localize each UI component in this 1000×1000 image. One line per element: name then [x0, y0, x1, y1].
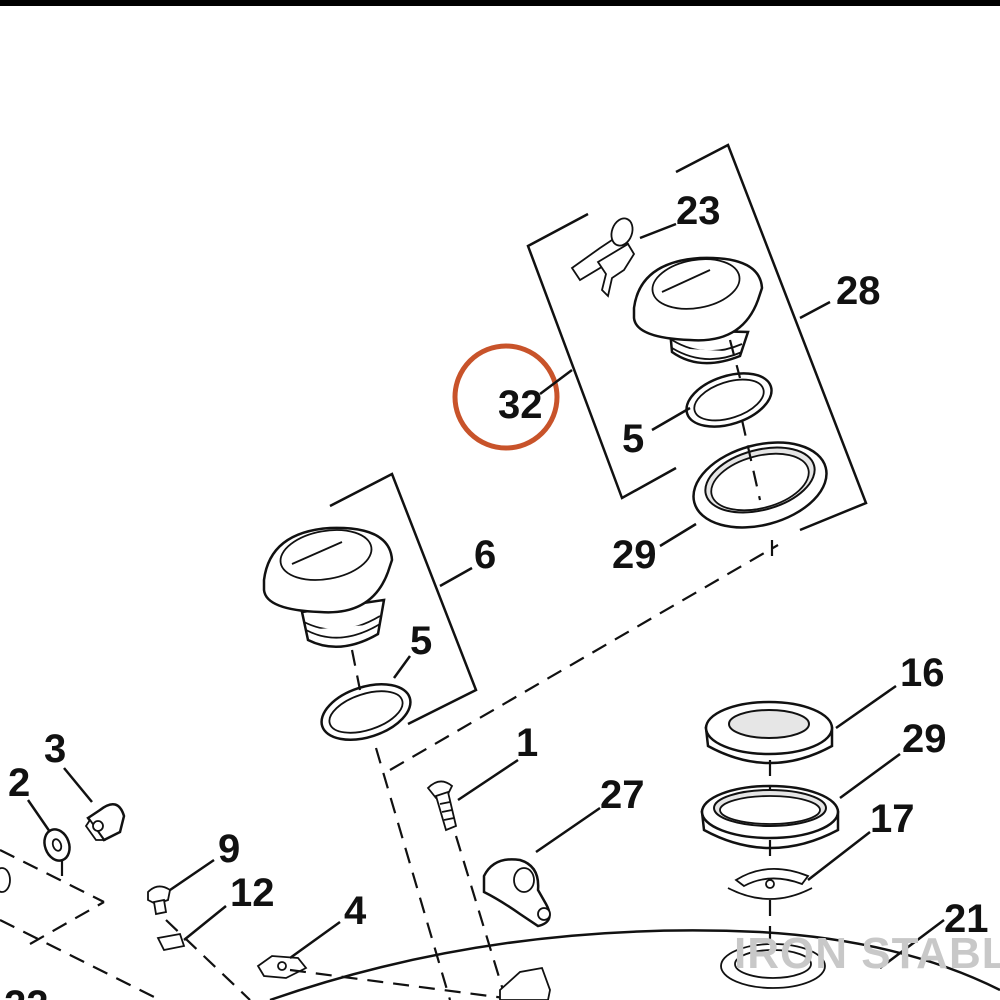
callout-17: 17 [870, 797, 915, 841]
washer-5-upper [685, 372, 773, 428]
ring-29-lower [700, 784, 840, 850]
screw-9-part [147, 885, 172, 916]
filler-neck-21 [720, 943, 826, 989]
washer-2-part [43, 828, 71, 862]
washer-5-lower [320, 683, 412, 741]
cap-16-part [704, 700, 834, 765]
bracket-4-part [256, 955, 308, 979]
callout-9: 9 [218, 827, 240, 871]
mount-plate-part [499, 966, 551, 1000]
callout-27: 27 [600, 773, 645, 817]
callout-4: 4 [344, 889, 367, 933]
key-part [570, 217, 636, 298]
callout-29-lower: 29 [902, 717, 947, 761]
locking-cap-part [632, 256, 764, 365]
acorn-nut-3-part [84, 803, 126, 842]
callout-2: 2 [8, 761, 30, 805]
callout-21: 21 [944, 897, 989, 941]
callout-1: 1 [516, 721, 538, 765]
washer-partial-left [0, 867, 11, 893]
callout-29-upper: 29 [612, 533, 657, 577]
spring-clip-17 [727, 867, 813, 900]
callout-5-lower: 5 [410, 619, 432, 663]
callout-partial: 22 [4, 983, 49, 1000]
clip-27-part [482, 858, 551, 928]
callout-32: 32 [498, 383, 543, 427]
clip-12-part [156, 932, 186, 952]
top-bar [0, 0, 1000, 6]
ring-29-upper [692, 441, 828, 529]
locking-cap-bracket [526, 143, 868, 532]
screw-1-part [426, 780, 458, 832]
vented-cap-part [262, 526, 394, 648]
callout-12: 12 [230, 871, 275, 915]
callout-28: 28 [836, 269, 881, 313]
callout-23: 23 [676, 189, 721, 233]
highlight-circle [452, 343, 560, 451]
callout-3: 3 [44, 727, 66, 771]
callout-5-upper: 5 [622, 417, 644, 461]
callout-16: 16 [900, 651, 945, 695]
tank-outline [269, 929, 1000, 1000]
watermark: IRON STABLE [734, 929, 1000, 978]
callout-6: 6 [474, 533, 496, 577]
vented-cap-bracket [329, 472, 478, 726]
